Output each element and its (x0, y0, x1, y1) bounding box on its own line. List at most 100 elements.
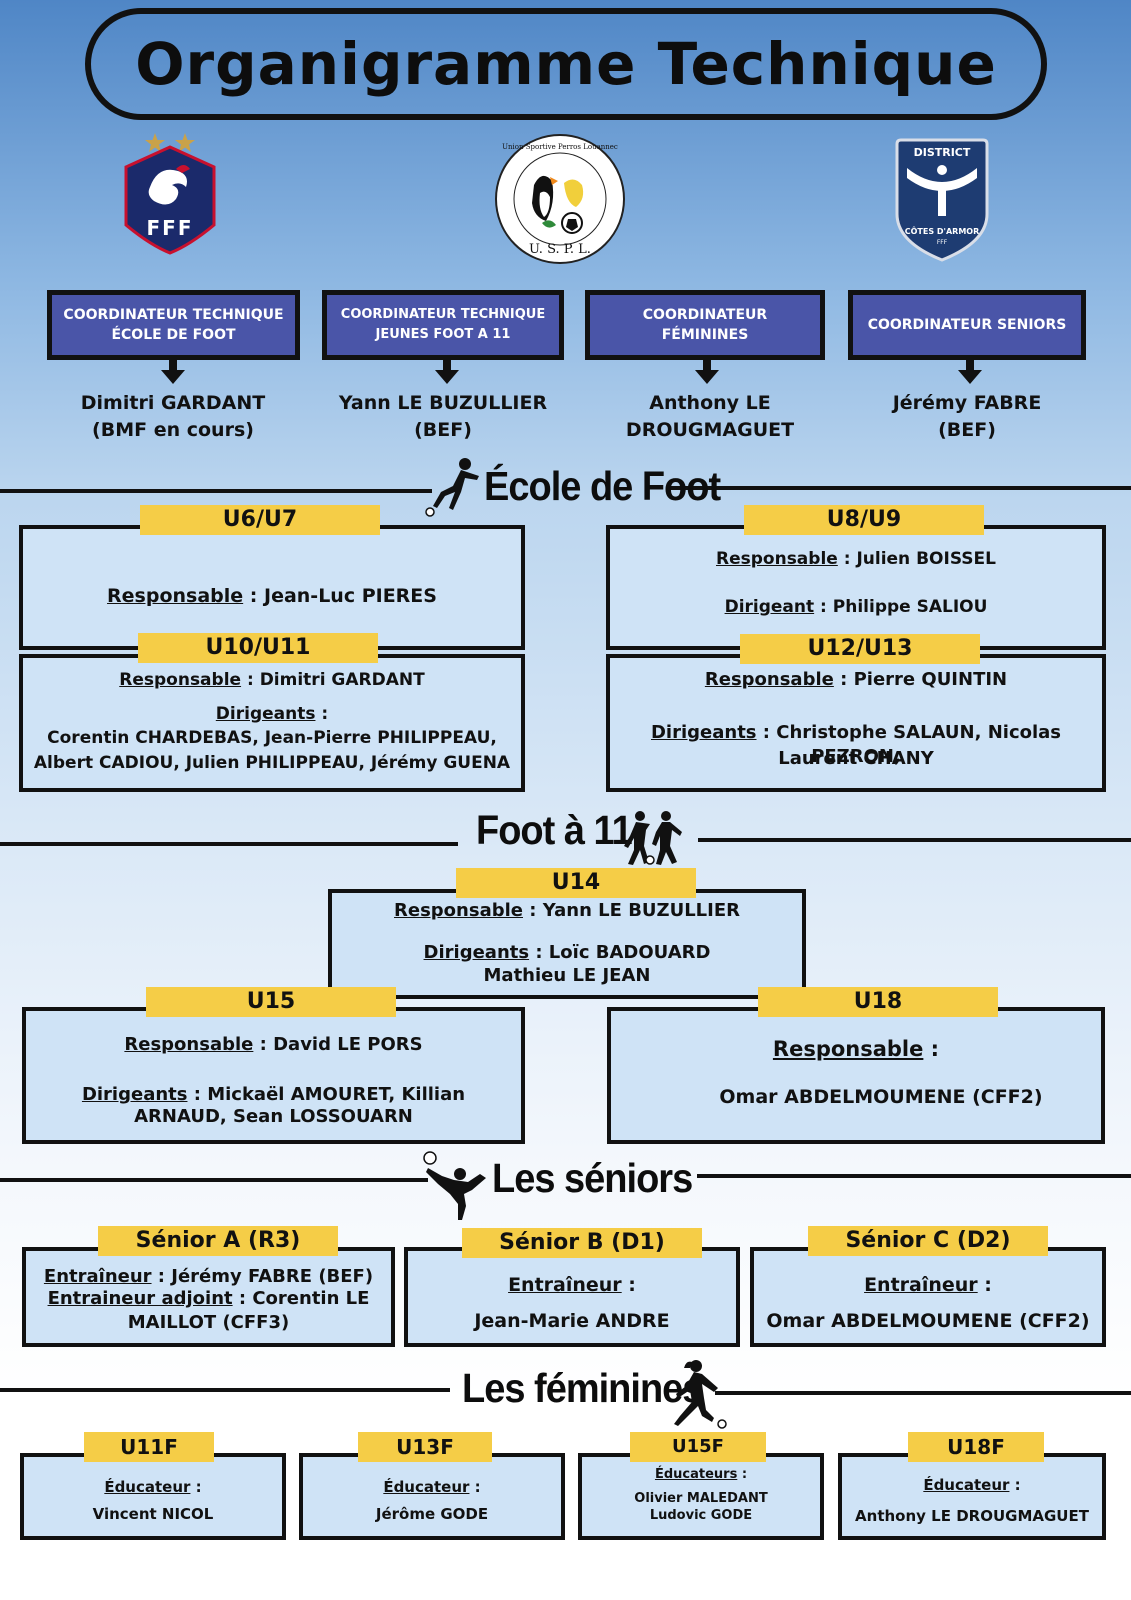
section-divider (698, 838, 1131, 842)
educateur-sep: : (1009, 1476, 1021, 1494)
entraineur-adjoint-name: : Corentin LE (232, 1288, 370, 1309)
group-tag-u15: U15 (146, 987, 396, 1017)
entraineur-sep: : (977, 1274, 992, 1296)
coordinator-name: Jérémy FABRE (892, 392, 1042, 414)
group-tag-senior-a: Sénior A (R3) (98, 1226, 338, 1256)
dirigeants-label: Dirigeants (650, 722, 757, 743)
group-u10u11: Responsable : Dimitri GARDANT Dirigeants… (19, 654, 525, 792)
coordinator-box-feminines: COORDINATEUR FÉMININES (585, 290, 825, 360)
dirigeants-names: Mathieu LE JEAN (483, 965, 651, 986)
arrow-down-icon (435, 358, 459, 384)
group-u8u9: Responsable : Julien BOISSEL Dirigeant :… (606, 525, 1106, 650)
group-u6u7: Responsable : Jean-Luc PIERES (19, 525, 525, 650)
entraineur-adjoint-name: MAILLOT (CFF3) (127, 1312, 290, 1333)
group-senior-a: Entraîneur : Jérémy FABRE (BEF) Entraine… (22, 1247, 395, 1347)
dirigeants-label: Dirigeants (215, 704, 316, 724)
dirigeants-names: : Mickaël AMOURET, Killian (187, 1084, 466, 1105)
coordinator-name-feminines: Anthony LE DROUGMAGUET (565, 390, 855, 444)
educateur-name: Ludovic GODE (649, 1508, 753, 1523)
player-kicking-icon (425, 458, 479, 517)
responsable-label: Responsable (716, 549, 838, 569)
group-u11f: Éducateur : Vincent NICOL (20, 1453, 286, 1540)
section-divider (668, 486, 1131, 490)
female-player-icon (674, 1360, 727, 1429)
coordinator-name: Anthony LE DROUGMAGUET (625, 392, 795, 441)
coordinator-title: COORDINATEUR TECHNIQUE ÉCOLE DE FOOT (63, 307, 284, 343)
educateur-sep: : (737, 1467, 748, 1482)
educateur-sep: : (190, 1478, 202, 1496)
coordinator-cert: (BEF) (414, 419, 472, 441)
group-u14: Responsable : Yann LE BUZULLIER Dirigean… (328, 889, 806, 999)
responsable-label: Responsable (772, 1037, 924, 1061)
group-tag-u13f: U13F (358, 1432, 492, 1462)
educateur-name: Jérôme GODE (375, 1505, 489, 1523)
player-bicycle-kick-icon (423, 1151, 486, 1220)
district-bottom-text: CÔTES D'ARMOR (905, 225, 980, 236)
group-u13f: Éducateur : Jérôme GODE (299, 1453, 565, 1540)
dirigeants-label: Dirigeants (81, 1084, 188, 1105)
uspl-ring-text: Union Sportive Perros Louannec (502, 143, 618, 151)
group-u15f: Éducateurs : Olivier MALEDANT Ludovic GO… (578, 1453, 824, 1540)
arrow-down-icon (695, 358, 719, 384)
responsable-name: : Dimitri GARDANT (241, 670, 425, 690)
group-senior-c: Entraîneur : Omar ABDELMOUMENE (CFF2) (750, 1247, 1106, 1347)
coordinator-name-ecole: Dimitri GARDANT (BMF en cours) (33, 390, 313, 444)
section-title-feminines: Les féminines (462, 1366, 703, 1412)
coordinator-title: COORDINATEUR FÉMININES (642, 307, 768, 343)
section-title-ecole: École de Foot (484, 464, 721, 510)
responsable-name: : Yann LE BUZULLIER (523, 900, 740, 921)
group-senior-b: Entraîneur : Jean-Marie ANDRE (404, 1247, 740, 1347)
coordinator-cert: (BEF) (938, 419, 996, 441)
coordinator-name-jeunes: Yann LE BUZULLIER (BEF) (303, 390, 583, 444)
educateur-name: Olivier MALEDANT (634, 1491, 768, 1506)
group-u18f: Éducateur : Anthony LE DROUGMAGUET (838, 1453, 1106, 1540)
coordinator-cert: (BMF en cours) (92, 419, 254, 441)
group-tag-u11f: U11F (84, 1432, 214, 1462)
educateur-name: Vincent NICOL (92, 1505, 214, 1523)
entraineur-name: Omar ABDELMOUMENE (CFF2) (766, 1310, 1090, 1332)
page-title: Organigramme Technique (135, 30, 997, 98)
group-tag-u6u7: U6/U7 (140, 505, 380, 535)
group-tag-u18f: U18F (908, 1432, 1044, 1462)
educateur-label: Éducateurs (654, 1467, 738, 1482)
dirigeants-names: Corentin CHARDEBAS, Jean-Pierre PHILIPPE… (47, 728, 497, 748)
district-sub-text: FFF (937, 239, 948, 246)
coordinator-box-seniors: COORDINATEUR SENIORS (848, 290, 1086, 360)
dirigeants-names: Laurent CHANY (778, 748, 934, 769)
responsable-label: Responsable (119, 670, 242, 690)
responsable-name: : David LE PORS (253, 1034, 423, 1055)
entraineur-name: : Jérémy FABRE (BEF) (151, 1266, 374, 1287)
fff-logo: FFF (120, 125, 220, 257)
dirigeants-names: Albert CADIOU, Julien PHILIPPEAU, Jérémy… (33, 753, 511, 773)
group-tag-u15f: U15F (630, 1432, 766, 1462)
group-tag-u10u11: U10/U11 (138, 633, 378, 663)
coordinator-name-seniors: Jérémy FABRE (BEF) (827, 390, 1107, 444)
section-title-foot11: Foot à 11 (476, 808, 633, 854)
coordinator-box-jeunes: COORDINATEUR TECHNIQUE JEUNES FOOT A 11 (322, 290, 564, 360)
arrow-down-icon (958, 358, 982, 384)
section-divider (697, 1174, 1131, 1178)
dirigeants-names: ARNAUD, Sean LOSSOUARN (134, 1106, 413, 1127)
players-duel-icon (624, 811, 682, 865)
responsable-name: : Julien BOISSEL (837, 549, 996, 569)
arrow-down-icon (161, 358, 185, 384)
dirigeant-label: Dirigeant (724, 597, 815, 617)
group-tag-u12u13: U12/U13 (740, 634, 980, 664)
district-top-text: DISTRICT (914, 146, 971, 159)
group-tag-u14: U14 (456, 868, 696, 898)
coordinator-title: COORDINATEUR TECHNIQUE JEUNES FOOT A 11 (340, 307, 546, 342)
group-u15: Responsable : David LE PORS Dirigeants :… (22, 1007, 525, 1144)
responsable-name: : Pierre QUINTIN (833, 669, 1008, 690)
dirigeants-label: Dirigeants (423, 942, 530, 963)
responsable-label: Responsable (394, 900, 523, 921)
group-u12u13: Responsable : Pierre QUINTIN Dirigeants … (606, 654, 1106, 792)
section-divider (0, 1178, 428, 1182)
responsable-sep: : (923, 1037, 940, 1061)
educateur-sep: : (469, 1478, 481, 1496)
responsable-label: Responsable (107, 585, 244, 607)
entraineur-name: Jean-Marie ANDRE (474, 1310, 670, 1332)
section-divider (0, 1388, 450, 1392)
educateur-label: Éducateur (923, 1476, 1010, 1494)
district-logo: DISTRICT CÔTES D'ARMOR FFF (893, 138, 991, 262)
coordinator-name: Dimitri GARDANT (80, 392, 266, 414)
